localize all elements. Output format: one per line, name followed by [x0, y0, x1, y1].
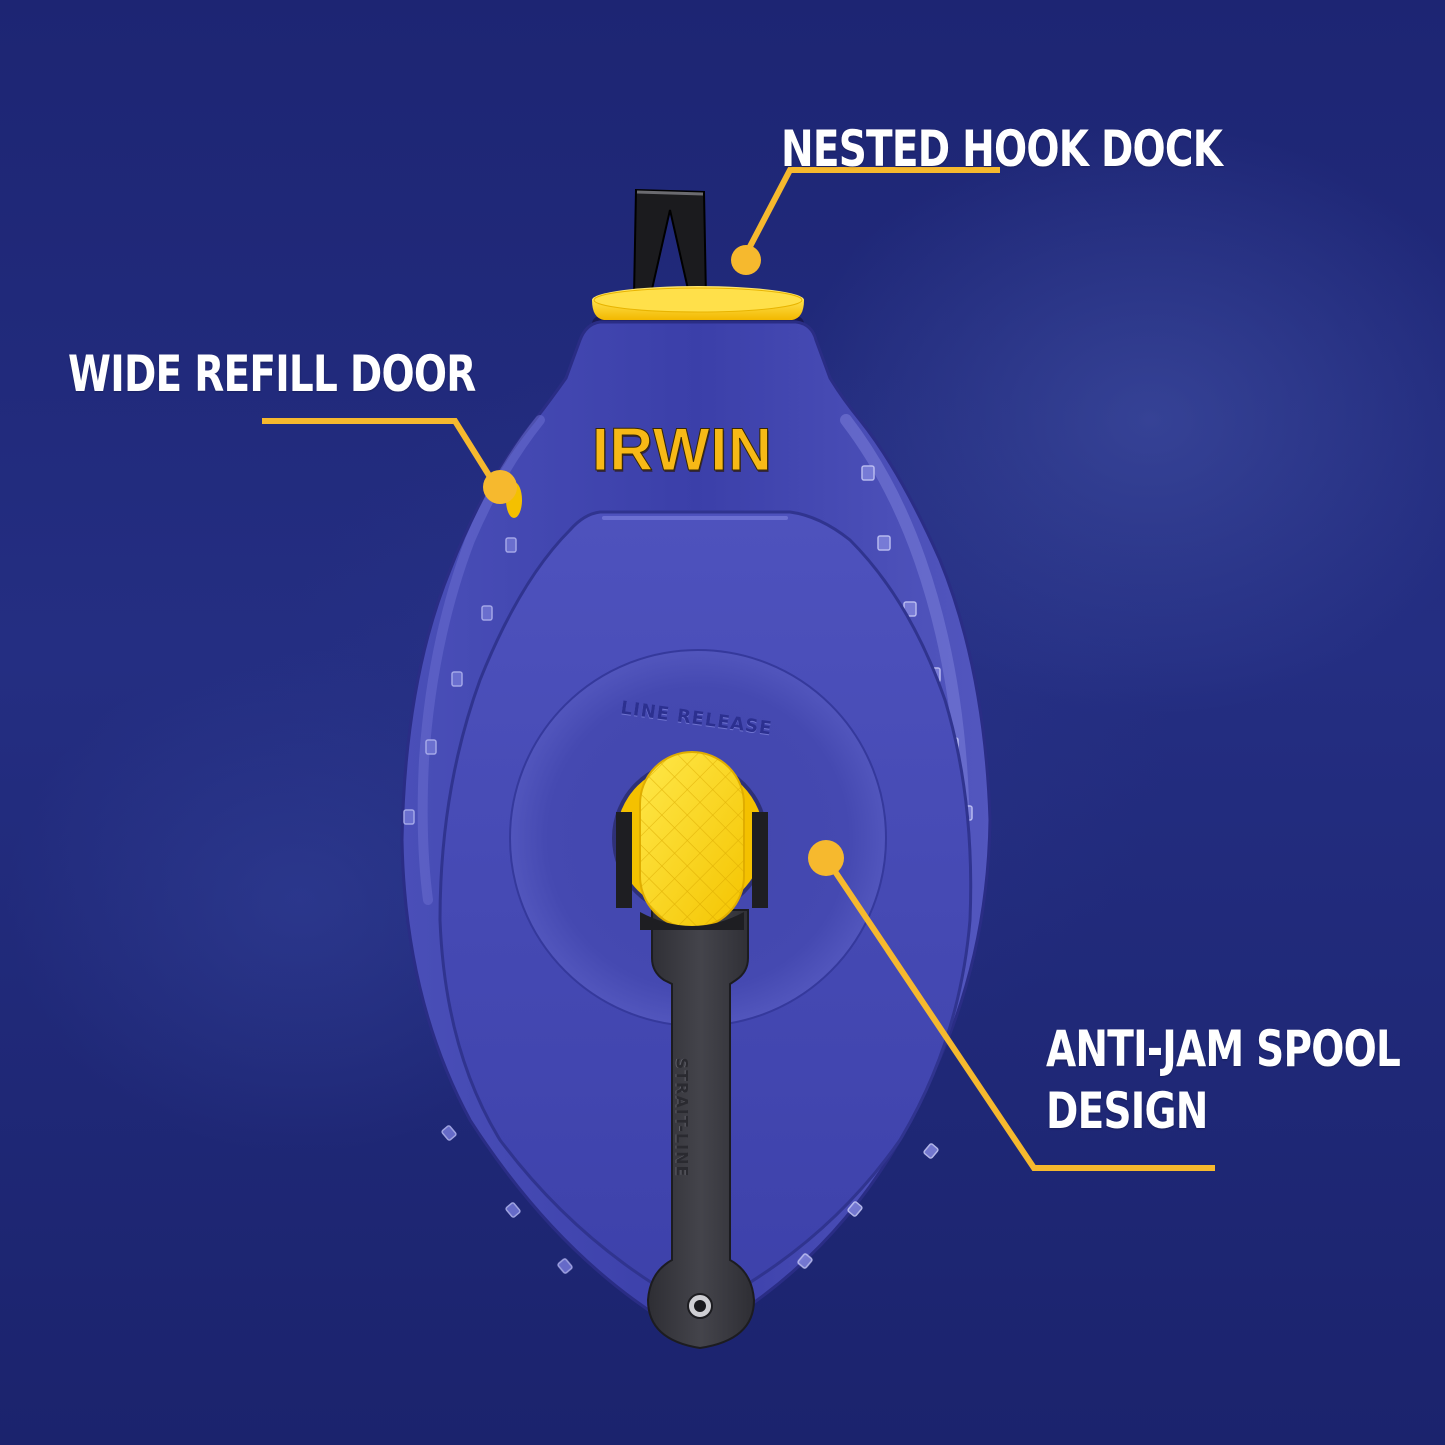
callout-hook-label: NESTED HOOK DOCK [781, 120, 1223, 178]
callout-lines [262, 167, 1215, 1171]
hook-callout-dot [731, 245, 761, 275]
door-callout-dot [483, 470, 517, 504]
spool-callout-line [823, 856, 1215, 1171]
grip-notches-left [403, 537, 573, 1274]
line-release-button[interactable] [612, 751, 768, 930]
callout-spool-label-line1: ANTI-JAM SPOOL [1046, 1020, 1401, 1078]
door-callout-line [262, 418, 498, 487]
callout-spool-label-line2: DESIGN [1046, 1082, 1208, 1140]
handle-label: STRAIT-LINE [672, 1057, 692, 1178]
crank-handle[interactable] [646, 909, 756, 1350]
hook-callout-line [741, 167, 1000, 260]
brand-logo: IRWIN [592, 416, 773, 483]
callout-door-label: WIDE REFILL DOOR [68, 345, 476, 403]
spool-callout-dot [808, 840, 844, 876]
hook [632, 188, 708, 300]
callout-dots [483, 245, 844, 876]
